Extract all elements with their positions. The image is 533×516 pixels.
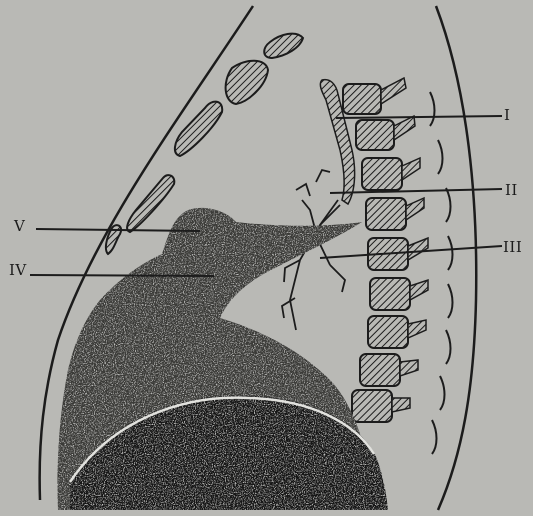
label-II: II: [505, 181, 518, 199]
leader-IV: [30, 275, 214, 276]
posterior-arches: [430, 92, 453, 454]
leader-II: [330, 189, 502, 193]
label-III: III: [503, 238, 522, 256]
label-V: V: [14, 217, 25, 235]
label-I: I: [504, 106, 510, 124]
leader-I: [336, 116, 502, 118]
posterior-body-contour: [436, 6, 476, 510]
label-IV: IV: [9, 261, 27, 279]
